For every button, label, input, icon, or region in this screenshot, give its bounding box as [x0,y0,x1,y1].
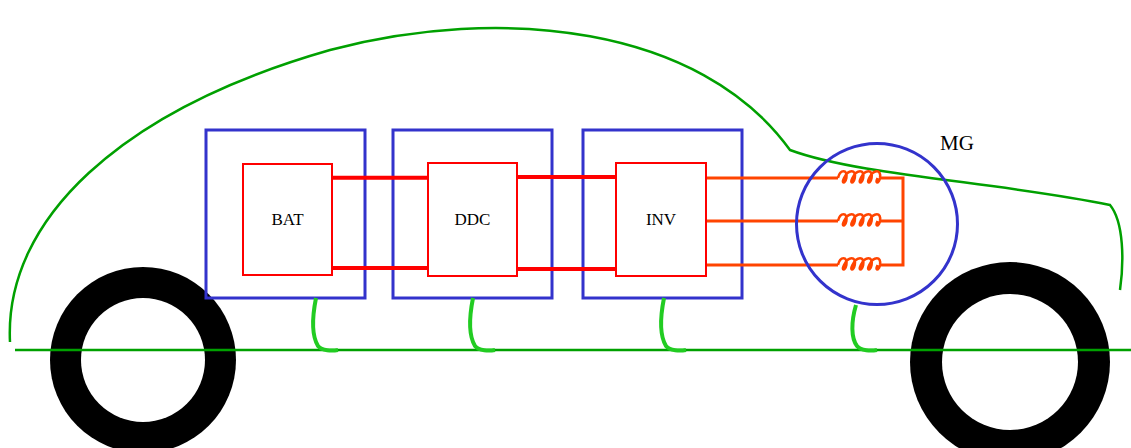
box-label: INV [646,210,676,230]
coil [838,258,880,269]
converter-box: DDC [427,162,518,277]
battery-box: BAT [242,163,333,276]
housing [583,130,742,298]
power-cable [333,178,427,268]
motor-outline [795,142,959,306]
ground-strap [661,298,686,351]
wheel [50,267,236,448]
housing [393,130,552,298]
chassis-line [15,349,1131,352]
power-cable [707,178,838,265]
ground-strap [470,298,495,351]
star-point [880,178,903,265]
box-label: DDC [455,210,491,230]
wheel-hub [942,294,1078,430]
coil [838,171,880,182]
motor-label: MG [940,131,974,156]
inverter-box: INV [615,162,707,277]
box-label: BAT [271,210,303,230]
housing [206,130,365,298]
ground-strap [852,305,877,351]
coil [838,214,880,225]
power-cable [518,177,615,269]
wheel-hub [81,298,205,422]
wheel [910,262,1110,448]
motor-winding [838,171,880,269]
motor-circle: MG [795,142,959,306]
ground-strap [313,298,338,351]
